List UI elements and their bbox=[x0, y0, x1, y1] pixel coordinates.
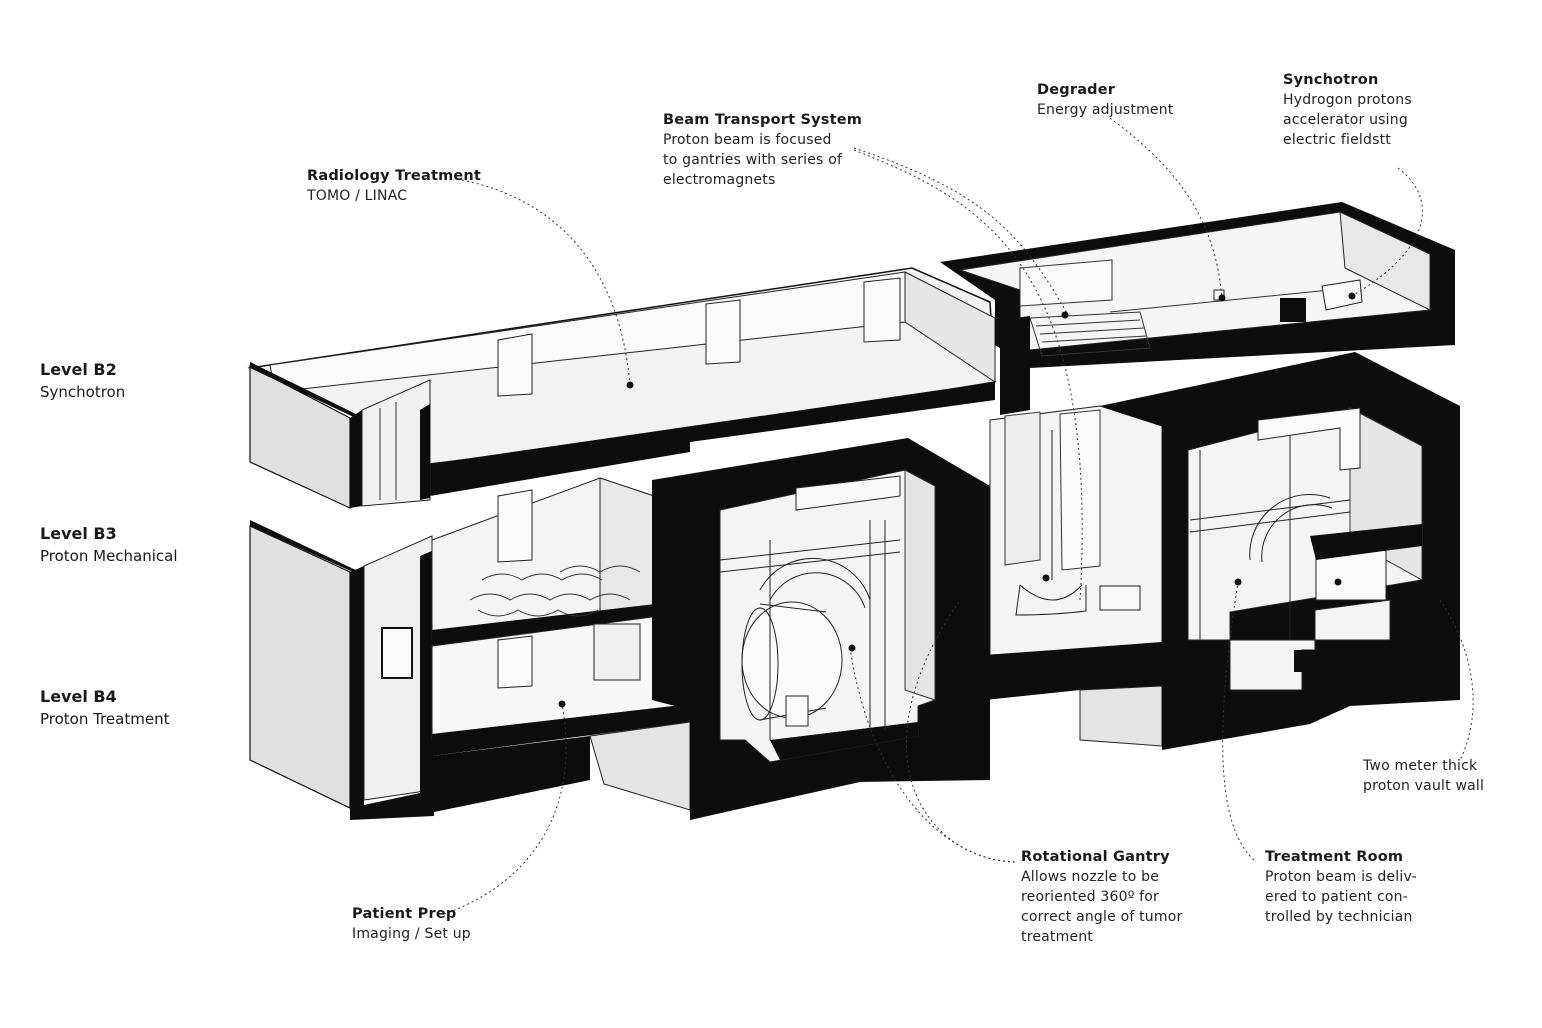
callout-line: Imaging / Set up bbox=[352, 926, 471, 942]
callout-rotational-gantry: Rotational Gantry Allows nozzle to be re… bbox=[1021, 847, 1182, 947]
callout-line: to gantries with series of bbox=[663, 152, 843, 168]
callout-line: Energy adjustment bbox=[1037, 102, 1174, 118]
callout-line: Proton beam is deliv- bbox=[1265, 869, 1417, 885]
callout-line: electric fieldstt bbox=[1283, 132, 1391, 148]
level-b3-label: Level B3 Proton Mechanical bbox=[40, 523, 178, 567]
callout-degrader: Degrader Energy adjustment bbox=[1037, 80, 1174, 120]
callout-line: correct angle of tumor bbox=[1021, 909, 1183, 925]
level-title: Level B3 bbox=[40, 524, 117, 543]
callout-line: ered to patient con- bbox=[1265, 889, 1408, 905]
level-desc: Proton Treatment bbox=[40, 710, 170, 728]
callout-line: treatment bbox=[1021, 929, 1094, 945]
callout-leaders bbox=[443, 117, 1474, 915]
level-b3-b4-block bbox=[249, 316, 1460, 820]
level-b4-label: Level B4 Proton Treatment bbox=[40, 686, 169, 730]
callout-line: trolled by technician bbox=[1265, 909, 1413, 925]
callout-beam-transport: Beam Transport System Proton beam is foc… bbox=[663, 110, 862, 190]
callout-line: Proton beam is focused bbox=[663, 132, 832, 148]
callout-title: Beam Transport System bbox=[663, 112, 863, 128]
level-desc: Proton Mechanical bbox=[40, 547, 178, 565]
callout-title: Rotational Gantry bbox=[1021, 849, 1170, 865]
callout-title: Degrader bbox=[1037, 82, 1116, 98]
callout-line: electromagnets bbox=[663, 172, 776, 188]
level-desc: Synchotron bbox=[40, 383, 126, 401]
callout-vault-wall: Two meter thick proton vault wall bbox=[1363, 756, 1484, 796]
level-b2-label: Level B2 Synchotron bbox=[40, 359, 125, 403]
callout-title: Synchotron bbox=[1283, 72, 1379, 88]
callout-line: TOMO / LINAC bbox=[307, 188, 408, 204]
level-title: Level B2 bbox=[40, 360, 117, 379]
callout-title: Patient Prep bbox=[352, 906, 457, 922]
level-b2-block bbox=[247, 202, 1455, 509]
callout-line: accelerator using bbox=[1283, 112, 1408, 128]
callout-synchotron: Synchotron Hydrogon protons accelerator … bbox=[1283, 70, 1412, 150]
callout-treatment-room: Treatment Room Proton beam is deliv- ere… bbox=[1265, 847, 1417, 927]
callout-line: reoriented 360º for bbox=[1021, 889, 1160, 905]
callout-patient-prep: Patient Prep Imaging / Set up bbox=[352, 904, 471, 944]
callout-title: Treatment Room bbox=[1265, 849, 1404, 865]
callout-radiology: Radiology Treatment TOMO / LINAC bbox=[307, 166, 481, 206]
callout-line: Two meter thick bbox=[1363, 758, 1478, 774]
level-title: Level B4 bbox=[40, 687, 117, 706]
callout-markers bbox=[558, 292, 1356, 708]
callout-title: Radiology Treatment bbox=[307, 168, 482, 184]
callout-line: Hydrogon protons bbox=[1283, 92, 1412, 108]
callout-line: Allows nozzle to be bbox=[1021, 869, 1160, 885]
callout-line: proton vault wall bbox=[1363, 778, 1485, 794]
